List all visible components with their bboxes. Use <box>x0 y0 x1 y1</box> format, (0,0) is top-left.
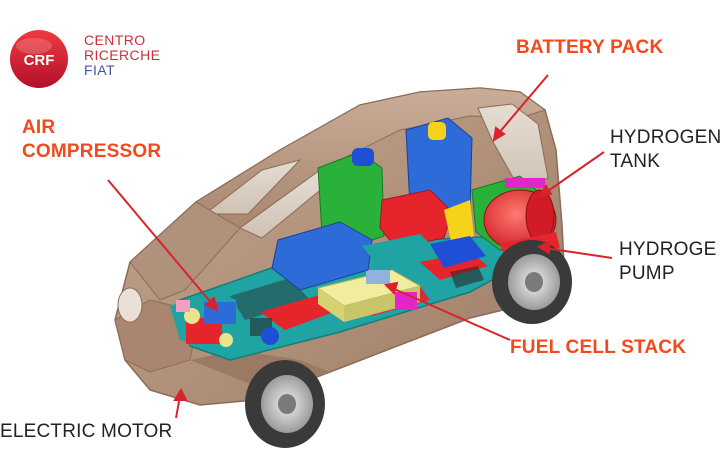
label-air-compressor-line-2: COMPRESSOR <box>22 141 162 162</box>
label-hydrogen-pump-line-1: HYDROGE <box>619 239 717 260</box>
label-electric-motor-line-1: ELECTRIC MOTOR <box>0 421 173 442</box>
crf-logo-icon: CRF <box>10 30 68 88</box>
leader-fuel-cell-stack <box>391 287 511 341</box>
label-battery-pack: BATTERY PACK <box>516 36 663 60</box>
crf-brand-name: CENTRO RICERCHE FIAT <box>84 33 160 78</box>
leader-hydrogen-pump <box>544 247 613 259</box>
arrowhead-fuel-cell-stack <box>383 281 399 295</box>
arrowhead-hydrogen-tank <box>538 184 553 198</box>
leader-hydrogen-tank <box>544 151 605 194</box>
brand-line-3: FIAT <box>84 62 115 78</box>
label-air-compressor-line-1: AIR <box>22 117 56 138</box>
arrowhead-electric-motor <box>173 387 188 401</box>
label-hydrogen-tank-line-1: HYDROGEN <box>610 127 722 148</box>
label-hydrogen-pump-line-2: PUMP <box>619 263 675 284</box>
arrowhead-battery-pack <box>492 126 506 142</box>
label-hydrogen-tank-line-2: TANK <box>610 151 661 172</box>
label-fuel-cell-stack-line-1: FUEL CELL STACK <box>510 337 687 358</box>
leader-battery-pack <box>497 74 549 135</box>
leader-air-compressor <box>107 179 214 306</box>
front-wheel <box>245 360 325 448</box>
leader-lines <box>107 74 613 419</box>
label-air-compressor: AIR COMPRESSOR <box>22 116 161 164</box>
label-electric-motor: ELECTRIC MOTOR <box>0 420 172 444</box>
label-hydrogen-pump: HYDROGE PUMP <box>619 238 716 286</box>
label-fuel-cell-stack: FUEL CELL STACK <box>510 336 686 360</box>
engine-bay <box>170 290 279 348</box>
crf-logo-mark: CRF <box>24 52 55 69</box>
arrowhead-air-compressor <box>204 296 219 312</box>
label-hydrogen-tank: HYDROGEN TANK <box>610 126 721 174</box>
brand-line-2: RICERCHE <box>84 47 161 63</box>
rear-wheel <box>492 240 572 324</box>
seats <box>271 117 486 291</box>
arrowhead-hydrogen-pump <box>536 240 550 255</box>
label-battery-pack-line-1: BATTERY PACK <box>516 37 664 58</box>
brand-line-1: CENTRO <box>84 32 146 48</box>
